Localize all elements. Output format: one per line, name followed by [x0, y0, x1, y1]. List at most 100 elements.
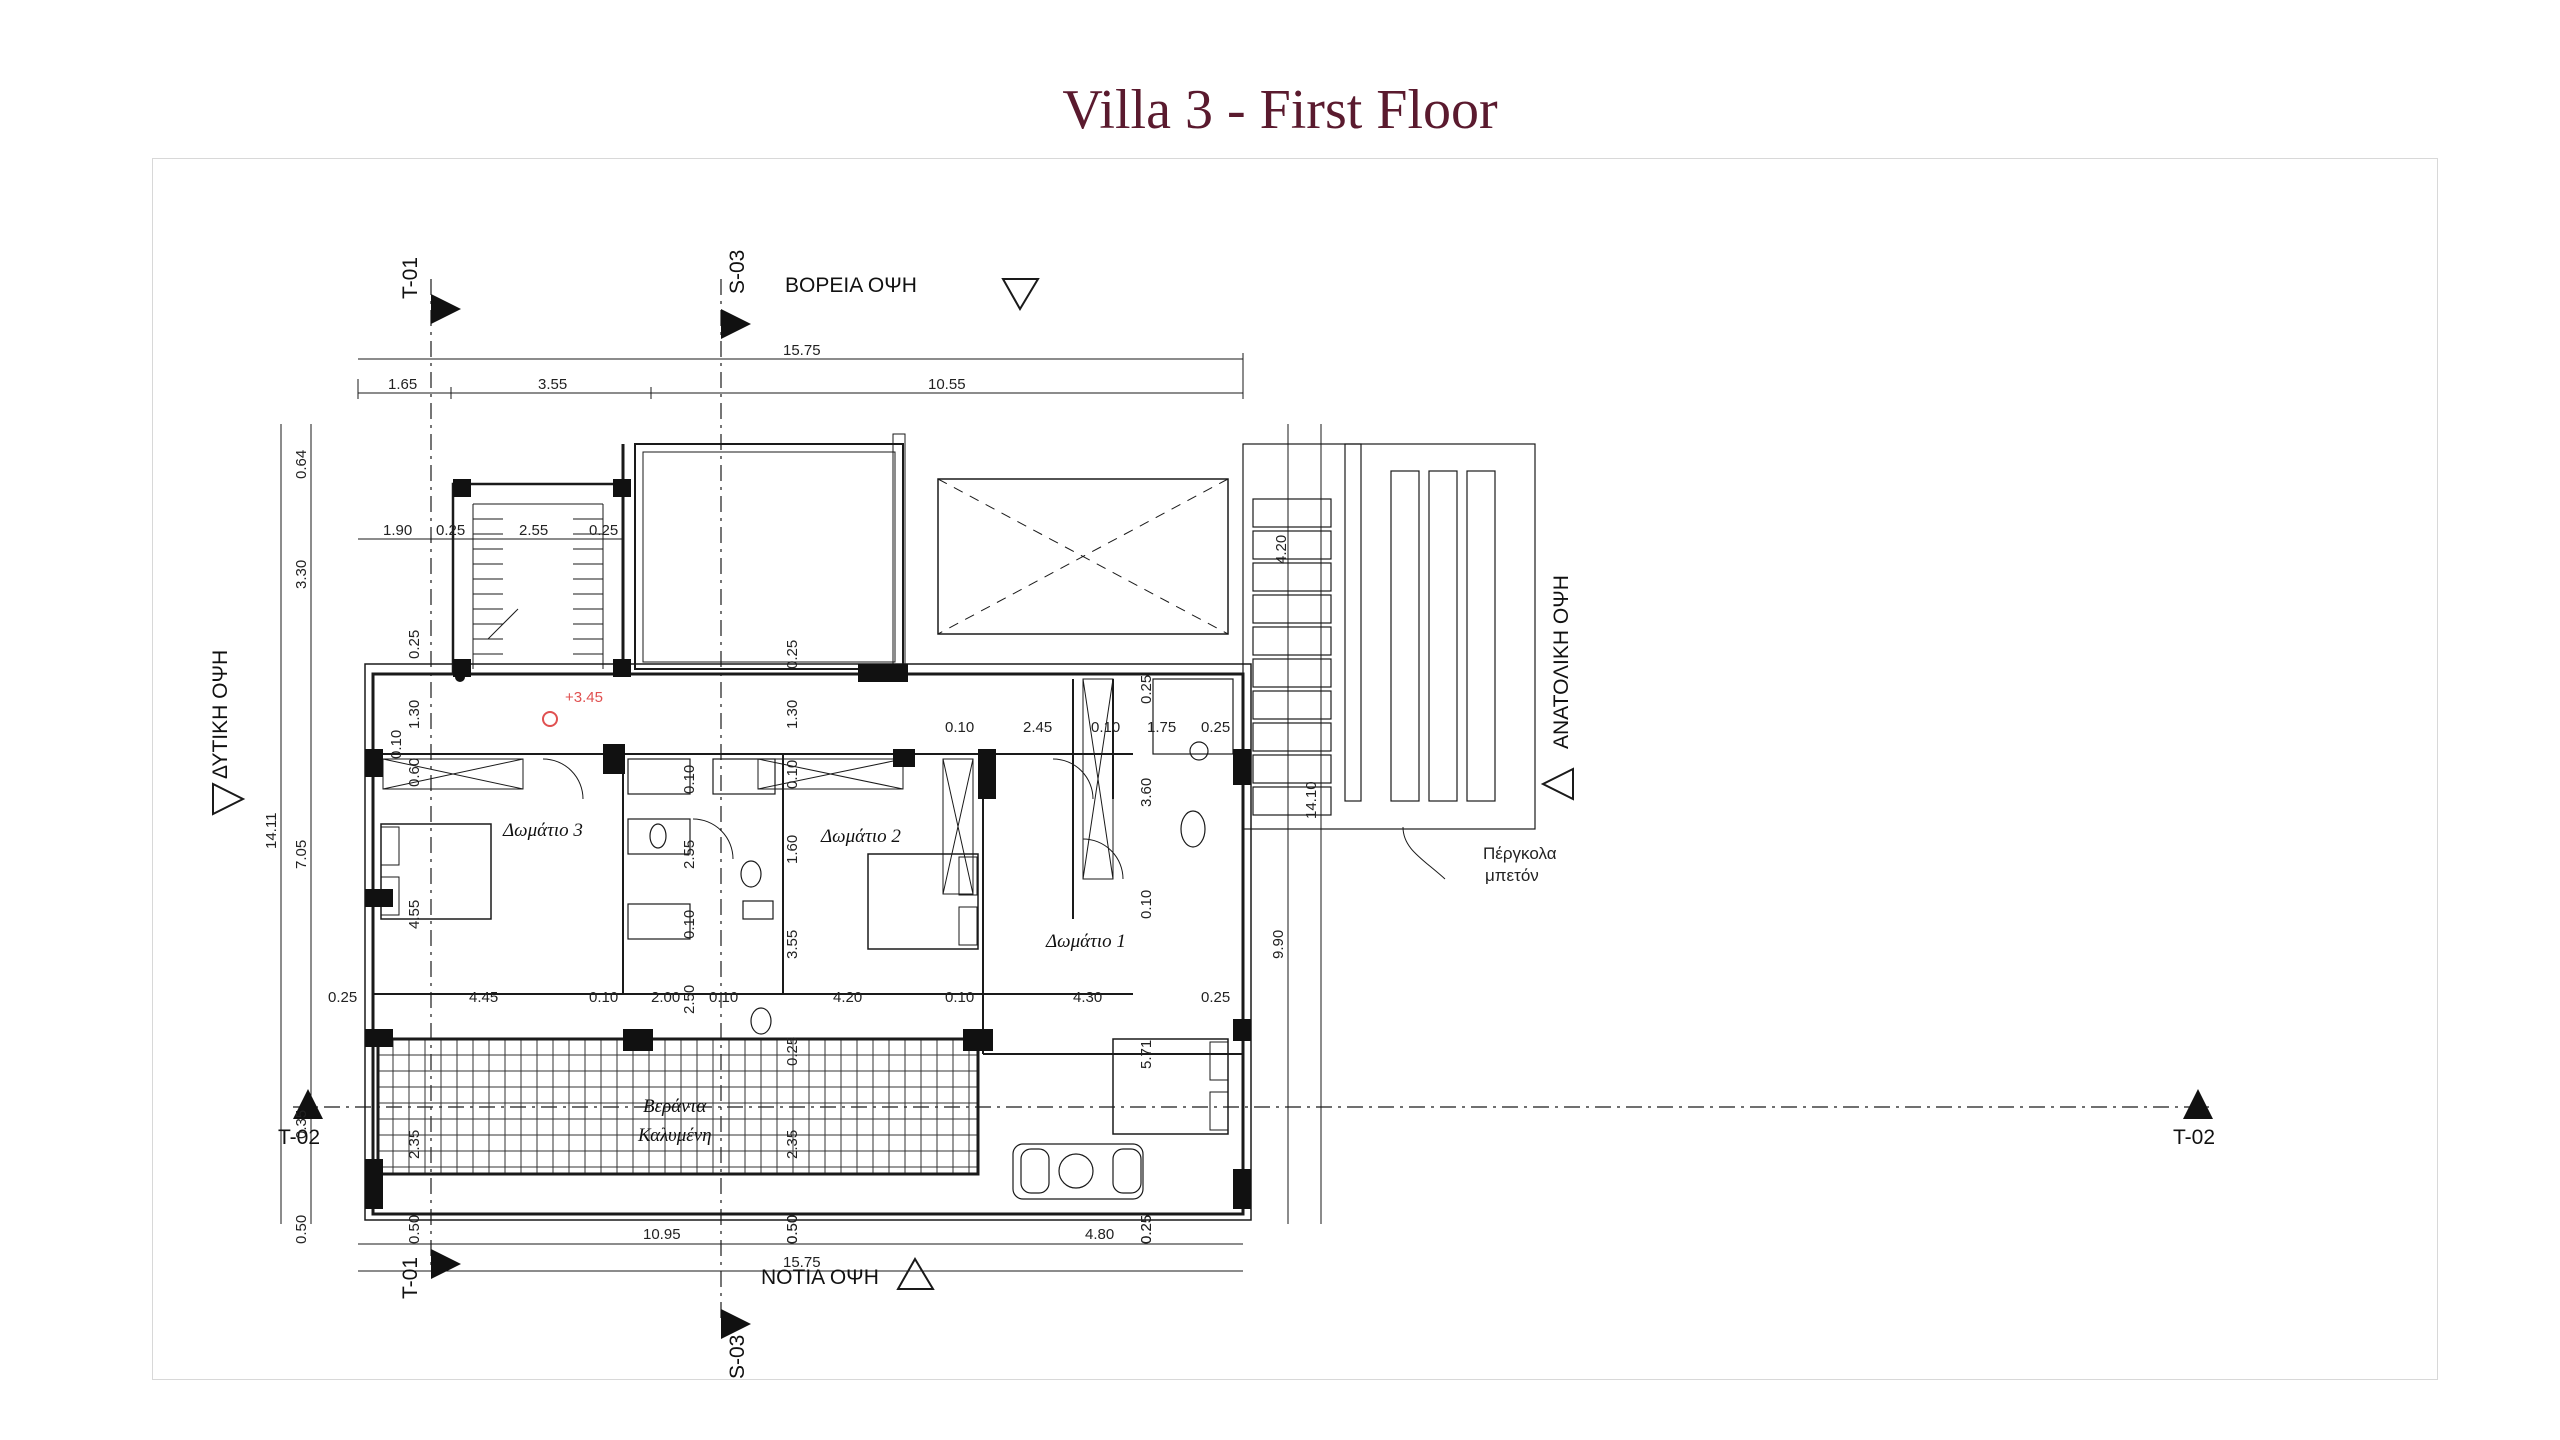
dim-mid-a: 0.25 [784, 640, 801, 669]
dim-stair-d: 0.25 [589, 522, 618, 539]
dim-east-a: 0.25 [1138, 675, 1155, 704]
door-swings [542, 758, 1124, 880]
page-title: Villa 3 - First Floor [1062, 79, 1498, 141]
dim-row-b: 4.45 [469, 989, 498, 1006]
section-t01-bottom: T-01 [399, 1257, 422, 1299]
dim-left-a: 0.64 [293, 450, 310, 479]
dim-east-d: 5.71 [1138, 1040, 1155, 1069]
room-1-label: Δωμάτιο 1 [1045, 931, 1126, 952]
pergola-label-line1: Πέργκολα [1483, 844, 1557, 863]
left-dimension-lines [280, 424, 312, 1224]
dining-set [1012, 1143, 1144, 1200]
dim-left-k: 0.50 [293, 1215, 310, 1244]
dim-row-g: 0.10 [945, 989, 974, 1006]
south-elevation-label: ΝΟΤΙΑ ΟΨΗ [761, 1266, 879, 1289]
dim-row-i: 0.25 [1201, 989, 1230, 1006]
dim-mid-b: 1.30 [784, 700, 801, 729]
pergola-leader [1402, 826, 1446, 880]
floor-plan: ΒΟΡΕΙΑ ΟΨΗ ΝΟΤΙΑ ΟΨΗ ΔΥΤΙΚΗ ΟΨΗ ΑΝΑΤΟΛΙΚ… [209, 250, 2215, 1379]
east-elevation-label: ΑΝΑΤΟΛΙΚΗ ΟΨΗ [1550, 575, 1573, 749]
room-2-label: Δωμάτιο 2 [820, 826, 901, 847]
pergola-label-line2: μπετόν [1485, 866, 1539, 885]
dim-east-e: 0.25 [1138, 1215, 1155, 1244]
stair-start-dot [455, 672, 465, 682]
dim-right-a: 9.90 [1270, 930, 1287, 959]
dim-left-b: 3.30 [293, 560, 310, 589]
dim-east-c: 0.10 [1138, 890, 1155, 919]
dim-bottom-a: 0.50 [406, 1215, 423, 1244]
dim-left-total: 14.11 [263, 813, 280, 849]
level-marker [542, 711, 558, 727]
dim-mid-f: 0.25 [784, 1037, 801, 1066]
dim-left-h: 4.55 [406, 900, 423, 929]
dim-top-a: 1.65 [388, 376, 417, 393]
bottom-dimension-lines [358, 1243, 1243, 1272]
dim-bottom-d: 4.80 [1085, 1226, 1114, 1243]
dim-toprow-b: 2.45 [1023, 719, 1052, 736]
beds [380, 823, 1229, 1135]
wardrobes [382, 678, 1114, 895]
dim-right-b: 14.10 [1303, 781, 1320, 819]
top-dimension-lines [357, 353, 1244, 540]
dim-bottom-total: 15.75 [783, 1254, 821, 1271]
dim-mid-d: 1.60 [784, 835, 801, 864]
bathroom-fixtures [627, 678, 1234, 1035]
dim-east-b: 3.60 [1138, 778, 1155, 807]
dim-left-g: 7.05 [293, 840, 310, 869]
veranda-label-line1: Βεράντα [643, 1096, 707, 1117]
dim-row-e: 0.10 [709, 989, 738, 1006]
dim-bath-c: 0.10 [681, 910, 698, 939]
dim-bottom-c: 0.50 [784, 1215, 801, 1244]
dim-left-c: 0.25 [406, 630, 423, 659]
section-t02-left: T-02 [278, 1126, 320, 1149]
room-3-label: Δωμάτιο 3 [502, 820, 583, 841]
stair [472, 503, 604, 669]
pool [937, 478, 1229, 635]
dim-bottom-e: 0.25 [1138, 1215, 1155, 1244]
section-t01-top: T-01 [399, 257, 422, 299]
dim-pool-w: 4.20 [1273, 535, 1290, 564]
dim-row-f: 4.20 [833, 989, 862, 1006]
columns [365, 479, 1251, 1209]
north-elevation-label: ΒΟΡΕΙΑ ΟΨΗ [785, 274, 917, 297]
dim-toprow-a: 0.10 [945, 719, 974, 736]
dim-mid-g: 2.35 [784, 1130, 801, 1159]
dim-mid-e: 3.55 [784, 930, 801, 959]
veranda-label-line2: Καλυμένη [637, 1125, 712, 1146]
section-s03-top: S-03 [726, 250, 749, 294]
section-markers [293, 294, 2213, 1339]
west-elevation-label: ΔΥΤΙΚΗ ΟΨΗ [209, 650, 232, 779]
dim-top-c: 10.55 [928, 376, 966, 393]
dim-stair-a: 1.90 [383, 522, 412, 539]
dim-top-total: 15.75 [783, 342, 821, 359]
level-label: +3.45 [565, 689, 603, 706]
dim-top-b: 3.55 [538, 376, 567, 393]
dim-row-h: 4.30 [1073, 989, 1102, 1006]
dim-toprow-e: 0.25 [1201, 719, 1230, 736]
dim-row-d: 2.00 [651, 989, 680, 1006]
dim-left-d: 1.30 [406, 700, 423, 729]
dim-toprow-d: 1.75 [1147, 719, 1176, 736]
floor-plan-frame: ΒΟΡΕΙΑ ΟΨΗ ΝΟΤΙΑ ΟΨΗ ΔΥΤΙΚΗ ΟΨΗ ΑΝΑΤΟΛΙΚ… [152, 158, 2438, 1380]
section-s03-bottom: S-03 [726, 1335, 749, 1379]
dim-row-c: 0.10 [589, 989, 618, 1006]
dim-left-e: 0.10 [388, 730, 405, 759]
dim-row-a: 0.25 [328, 989, 357, 1006]
dim-left-f: 0.60 [406, 758, 423, 787]
dim-bath-a: 0.10 [681, 765, 698, 794]
right-dimension-lines [1287, 424, 1322, 1224]
dim-stair-b: 0.25 [436, 522, 465, 539]
dim-mid-c: 0.10 [784, 760, 801, 789]
dim-bottom-b: 10.95 [643, 1226, 681, 1243]
dim-bath-b: 2.55 [681, 840, 698, 869]
elevation-markers [212, 278, 1574, 1290]
pergola-beams [1344, 443, 1496, 802]
dim-bath-d: 2.50 [681, 985, 698, 1014]
dim-stair-c: 2.55 [519, 522, 548, 539]
outer-walls [364, 444, 1252, 1221]
sunbeds [1252, 498, 1332, 816]
pool-deck [1242, 443, 1536, 830]
dim-left-i: 0.35 [293, 1110, 310, 1139]
veranda-floor [376, 1037, 980, 1176]
dim-toprow-c: 0.10 [1091, 719, 1120, 736]
